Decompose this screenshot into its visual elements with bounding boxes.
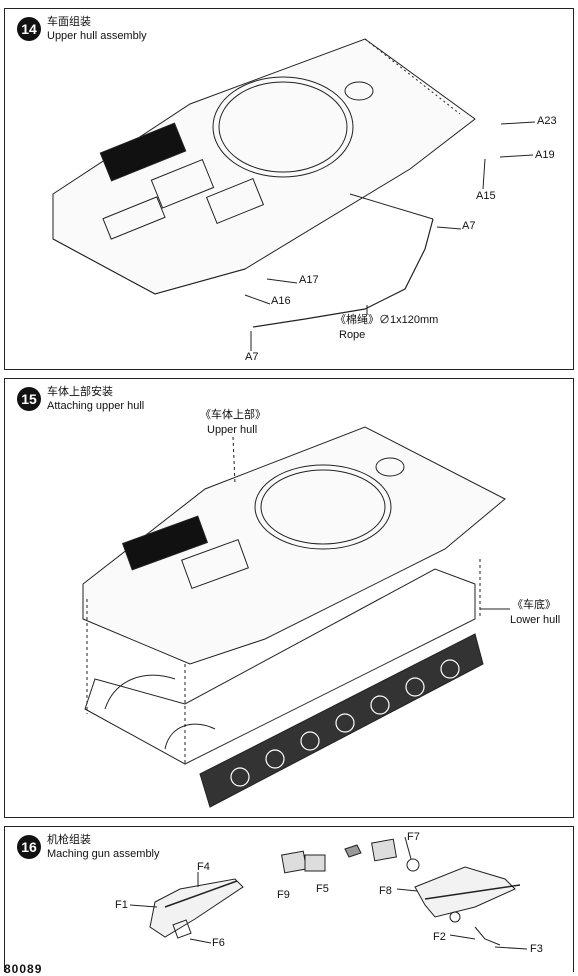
machine-gun-drawing (129, 836, 528, 950)
step-title-en: Upper hull assembly (47, 30, 147, 42)
rope-spec: 《棉绳》∅1x120mm (335, 314, 439, 326)
part-label: A19 (535, 149, 555, 161)
part-label: F6 (212, 937, 225, 949)
step-title-cn: 车面组装 (47, 16, 91, 28)
rope-label: Rope (339, 329, 366, 341)
lower-hull-label-en: Lower hull (510, 614, 561, 626)
part-label: A23 (537, 115, 557, 127)
upper-hull-drawing (52, 38, 536, 351)
step-number-badge: 14 (17, 17, 41, 41)
part-label: F8 (379, 885, 392, 897)
step-title-en: Attaching upper hull (47, 400, 145, 412)
upper-hull-label-cn: 《车体上部》 (200, 409, 266, 421)
step-number-badge: 16 (17, 835, 41, 859)
step-title: 机枪组装 Maching gun assembly (47, 833, 160, 861)
part-label: F3 (530, 943, 543, 955)
part-label: A7 (245, 351, 259, 363)
part-label: F1 (115, 899, 128, 911)
part-label: A17 (299, 274, 319, 286)
step-title-en: Maching gun assembly (47, 848, 160, 860)
step-15-panel: 15 车体上部安装 Attaching upper hull (4, 378, 574, 818)
part-label: F5 (316, 883, 329, 895)
page-footer-code: 80089 (4, 962, 43, 976)
lower-hull-label-cn: 《车底》 (512, 599, 556, 611)
hull-assembly-drawing (82, 426, 510, 808)
step-title: 车体上部安装 Attaching upper hull (47, 385, 144, 413)
step-title-cn: 机枪组装 (47, 834, 91, 846)
part-label: A16 (271, 295, 291, 307)
part-label: F2 (433, 931, 446, 943)
part-label: A15 (476, 190, 496, 202)
upper-hull-label-en: Upper hull (207, 424, 258, 436)
part-label: F4 (197, 861, 210, 873)
step-title-cn: 车体上部安装 (47, 386, 113, 398)
step-14-panel: 14 车面组装 Upper hull assembly (4, 8, 574, 370)
step-title: 车面组装 Upper hull assembly (47, 15, 147, 43)
part-label: A7 (462, 220, 476, 232)
step-number-badge: 15 (17, 387, 41, 411)
step-16-panel: 16 机枪组装 Maching gun assembly F4 F (4, 826, 574, 972)
part-label: F9 (277, 889, 290, 901)
part-label: F7 (407, 831, 420, 843)
